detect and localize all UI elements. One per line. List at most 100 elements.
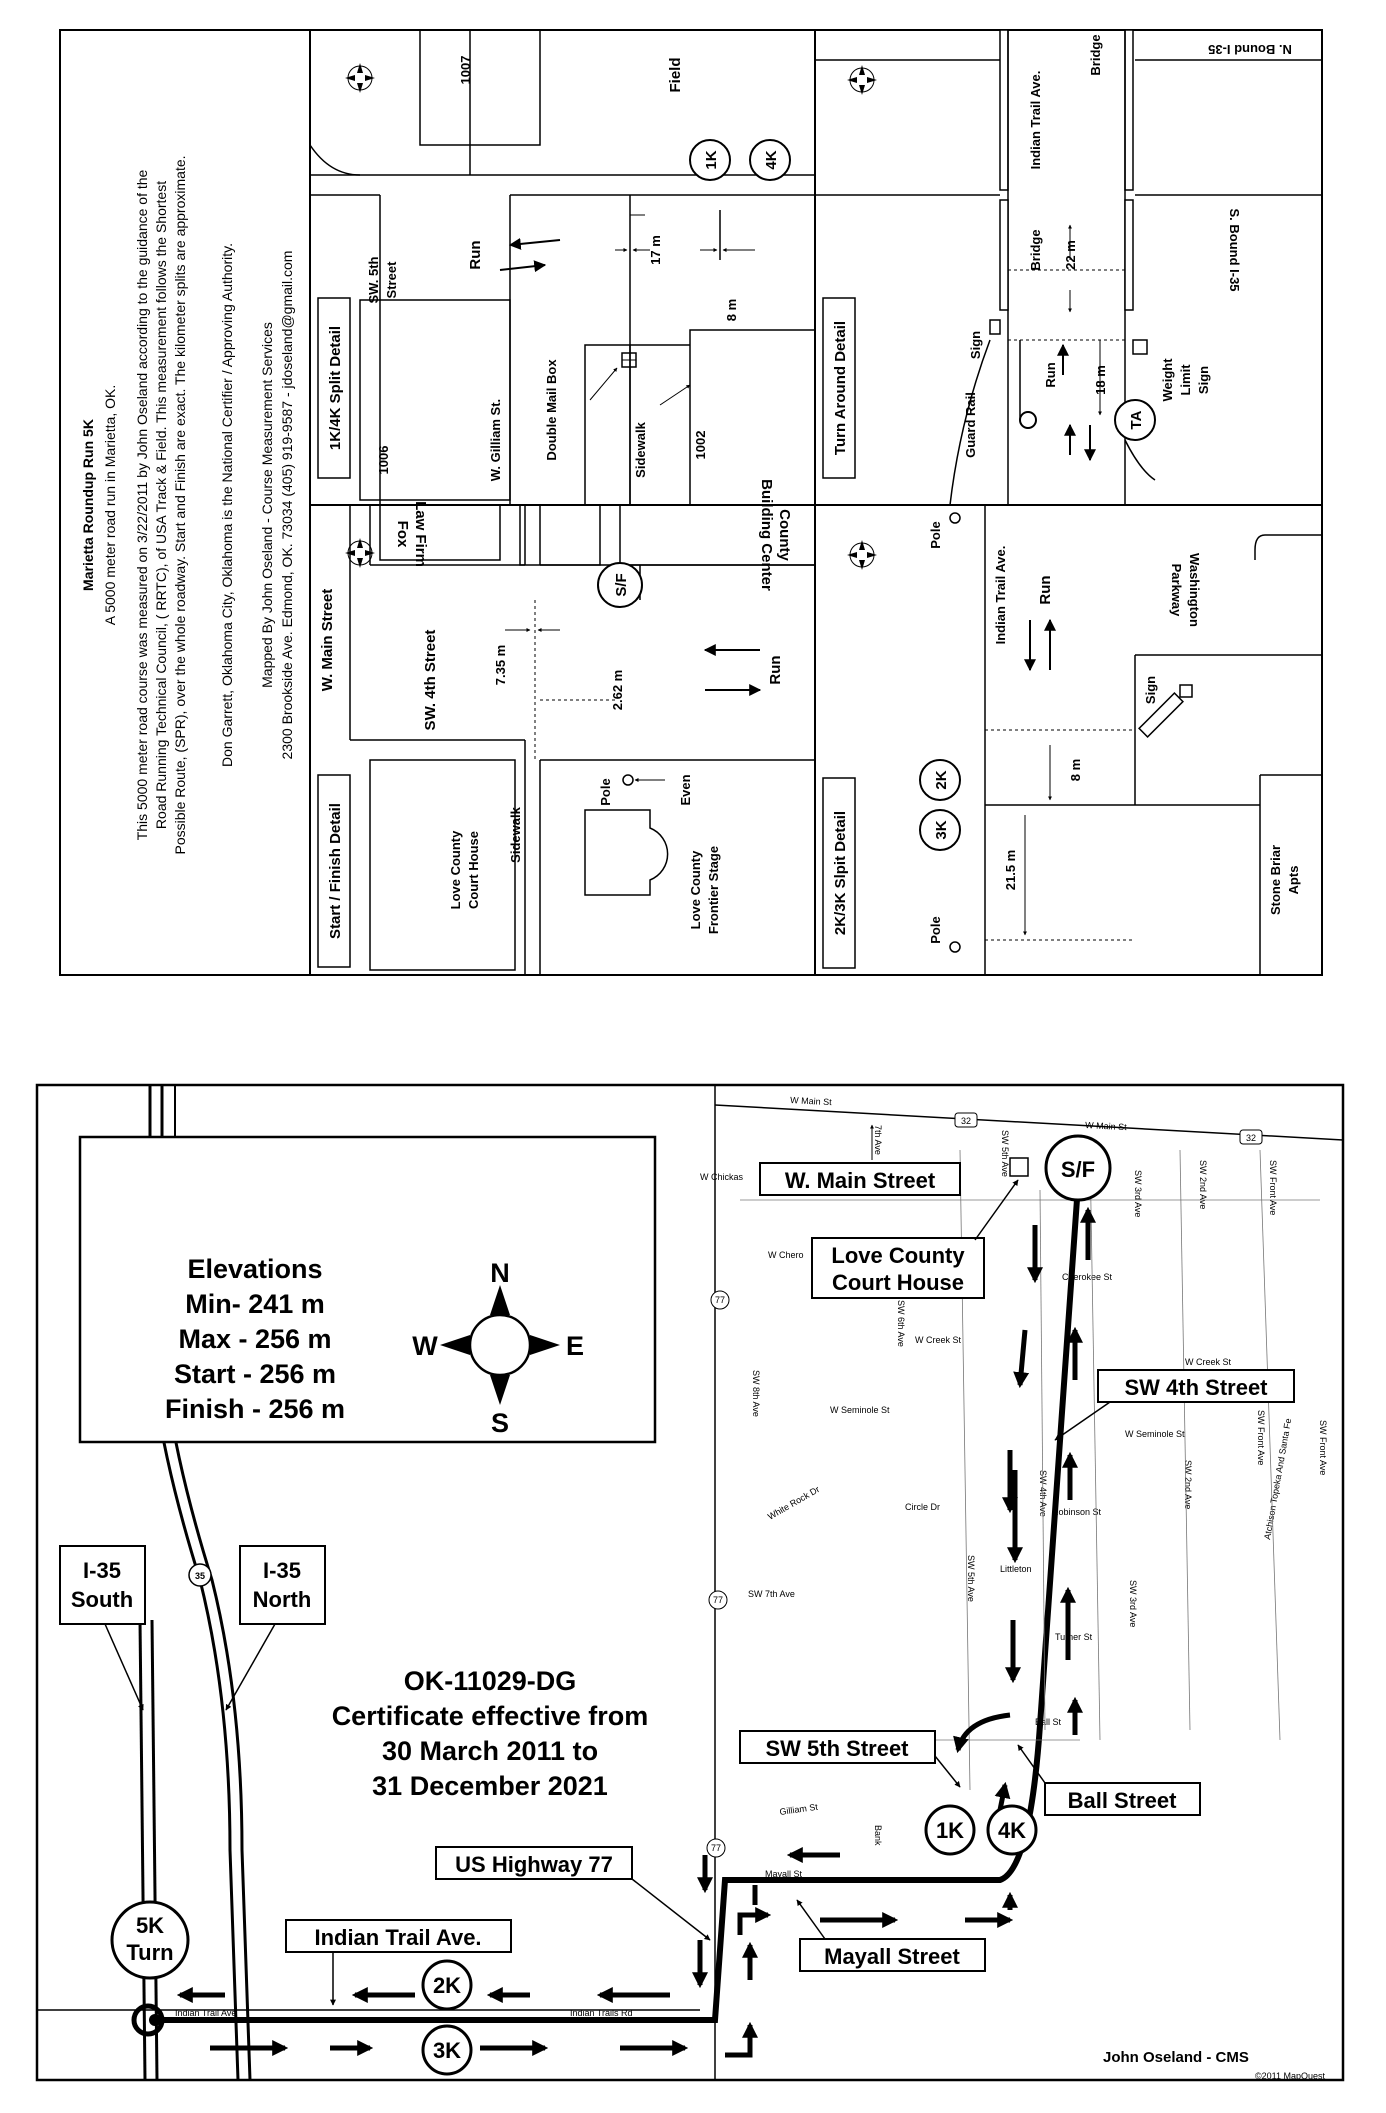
split-2k-label: 2K [933, 770, 950, 789]
map-copyright: ©2011 MapQuest [1255, 2071, 1326, 2081]
limit-label: Limit [1178, 364, 1193, 396]
dist-17: 17 m [648, 235, 663, 265]
split-3k-marker [919, 809, 961, 851]
i35-south-callout: I-35 South [59, 1545, 146, 1711]
turn-map-marker: 5K Turn [110, 1900, 190, 1980]
callout-court-1: Love County [831, 1243, 965, 1268]
i35-shield-label: 35 [195, 1571, 205, 1581]
map-credit: John Oseland - CMS [1103, 2049, 1249, 2066]
run-2k-label: Run [1037, 575, 1054, 604]
turn-label-2: Turn [126, 1940, 173, 1965]
street-sw3b: SW 3rd Ave [1128, 1580, 1138, 1627]
w-main-street: W. Main Street [319, 589, 336, 692]
callout-us77-text: US Highway 77 [455, 1852, 613, 1877]
i35-south-1: I-35 [83, 1558, 121, 1583]
elev-title: Elevations [187, 1254, 322, 1284]
split-3k-label: 3K [933, 820, 950, 839]
elev-max: Max - 256 m [178, 1324, 331, 1354]
b1002-label: 1002 [693, 431, 708, 460]
street-7th-ave: 7th Ave [873, 1125, 883, 1155]
field-label: Field [667, 57, 684, 92]
cert-line-2: Certificate effective from [332, 1701, 649, 1731]
street-ball: Ball St [1035, 1717, 1062, 1727]
callout-indian-text: Indian Trail Ave. [314, 1925, 481, 1950]
turnaround-loop [131, 2003, 165, 2037]
sf-marker-label: S/F [613, 573, 630, 596]
sign-label-ta: Sign [968, 331, 983, 359]
sf-map-marker: S/F [1044, 1134, 1112, 1202]
elev-finish: Finish - 256 m [165, 1394, 345, 1424]
sw5-b: Street [384, 261, 399, 299]
b1006-label: 1006 [376, 446, 391, 475]
callout-sw5-text: SW 5th Street [765, 1736, 909, 1761]
stone-briar-1: Stone Briar [1268, 845, 1283, 915]
compass-w: W [412, 1331, 438, 1361]
split-1k4k-caption: 1K/4K Split Detail [327, 326, 344, 450]
street-sw5b: SW 5th Ave [966, 1555, 976, 1602]
bridge-label-2: Bridge [1028, 229, 1043, 270]
elev-min: Min- 241 m [185, 1289, 325, 1319]
header-block: Marietta Roundup Run 5K A 5000 meter roa… [80, 155, 295, 854]
callout-court-2: Court House [832, 1270, 964, 1295]
court-house-1: Love County [448, 830, 463, 909]
washington-1: Washington [1187, 553, 1202, 627]
split-1k4k-detail: 1K/4K Split Detail 1007 Field 1K [309, 29, 816, 506]
route-map: Elevations Min- 241 m Max - 256 m Start … [35, 1083, 1345, 2082]
street-bank: Bank [873, 1825, 883, 1846]
street-cherokee-e: Cherokee St [1062, 1272, 1113, 1282]
hwy-77-shield-icon-3: 77 [706, 1838, 726, 1858]
header-title: Marietta Roundup Run 5K [80, 419, 96, 591]
fox-label: Fox [394, 521, 411, 548]
k3-map-label: 3K [433, 2038, 461, 2063]
even-label: Even [678, 774, 693, 805]
split-run-label: Run [467, 240, 484, 269]
split-2k3k-caption: 2K/3K Slpit Detail [832, 811, 849, 935]
split-4k-label: 4K [763, 150, 780, 169]
dist-2-62: 2.62 m [610, 670, 625, 710]
certificate-block: OK-11029-DG Certificate effective from 3… [332, 1666, 649, 1801]
pole-label: Pole [598, 778, 613, 805]
weight-label: Weight [1160, 358, 1175, 402]
pole-bottom-label: Pole [928, 916, 943, 943]
sf-map-label: S/F [1061, 1157, 1095, 1182]
sidewalk-1k-label: Sidewalk [633, 421, 648, 477]
header-para-2: Road Running Technical Council, ( RRTC),… [153, 181, 169, 829]
street-indian-1: Indian Trail Ave [175, 2008, 236, 2018]
cert-line-4: 31 December 2021 [372, 1771, 608, 1801]
street-sw7: SW 7th Ave [748, 1589, 795, 1599]
k3-map-marker: 3K [421, 2024, 473, 2076]
dist-21-5: 21.5 m [1003, 850, 1018, 890]
dist-22: 22 m [1063, 240, 1078, 270]
court-house-marker [1009, 1157, 1029, 1177]
callout-sw5: SW 5th Street [739, 1730, 961, 1788]
cert-line-3: 30 March 2011 to [382, 1736, 598, 1766]
washington-2: Parkway [1169, 564, 1184, 618]
sign-label-wl: Sign [1196, 366, 1211, 394]
turn-label-1: 5K [136, 1913, 164, 1938]
turn-around-detail: Turn Around Detail N. Bound I-35 S. Boun… [815, 29, 1322, 506]
callout-court-house: Love County Court House [811, 1179, 1019, 1299]
dist-8: 8 m [724, 299, 739, 321]
b1007-label: 1007 [458, 56, 473, 85]
header-certifier: Don Garrett, Oklahoma City, Oklahoma is … [219, 243, 235, 767]
street-littleton: Littleton [1000, 1564, 1032, 1574]
sf-compass-icon [345, 538, 375, 568]
cert-line-1: OK-11029-DG [404, 1666, 577, 1696]
compass-icon: N S W E [412, 1258, 584, 1438]
split-1k-label: 1K [703, 150, 720, 169]
compass-e: E [566, 1331, 584, 1361]
street-mayall: Mayall St [765, 1869, 803, 1879]
i35-shield-icon: 35 [188, 1563, 212, 1587]
street-robinson: Robinson St [1052, 1507, 1102, 1517]
sw4-street: SW. 4th Street [422, 630, 439, 731]
street-wmain-2: W Main St [1085, 1120, 1127, 1132]
callout-sw4: SW 4th Street [1054, 1369, 1295, 1441]
indian-2k-label: Indian Trail Ave. [993, 546, 1008, 645]
callout-mayall-text: Mayall Street [824, 1944, 960, 1969]
street-sw2: SW 2nd Ave [1198, 1160, 1208, 1209]
hwy-77b: 77 [713, 1595, 723, 1605]
ta-marker [1114, 399, 1156, 441]
callout-mayall: Mayall Street [796, 1899, 986, 1972]
building-center-label: Building Center [758, 479, 775, 591]
